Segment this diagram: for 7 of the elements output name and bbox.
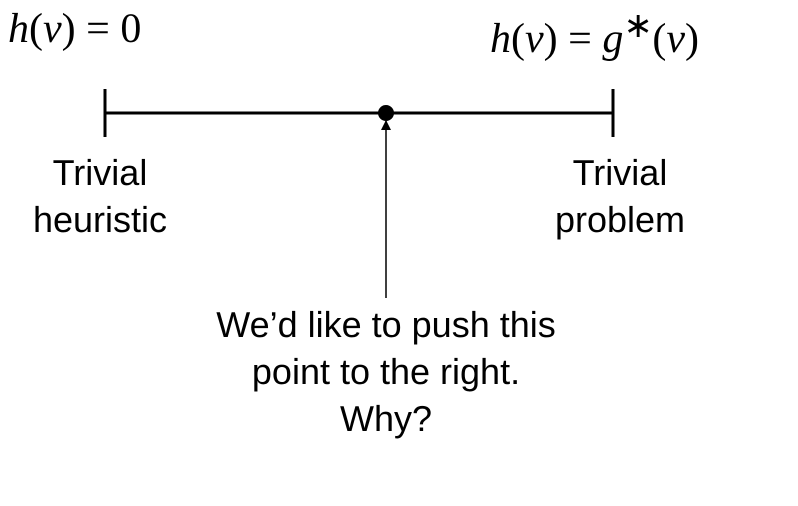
endpoint-label: Trivial heuristic [32, 151, 168, 242]
note-text: We’d like to push this point to the right. Why? [216, 302, 556, 442]
formula-label: h(v) = 0 [8, 8, 142, 50]
formula-label: h(v) = g$^{∗}$(v) [490, 8, 699, 60]
point-marker [378, 105, 394, 121]
endpoint-label: Trivial problem [554, 151, 686, 242]
leader-arrow [381, 120, 391, 298]
